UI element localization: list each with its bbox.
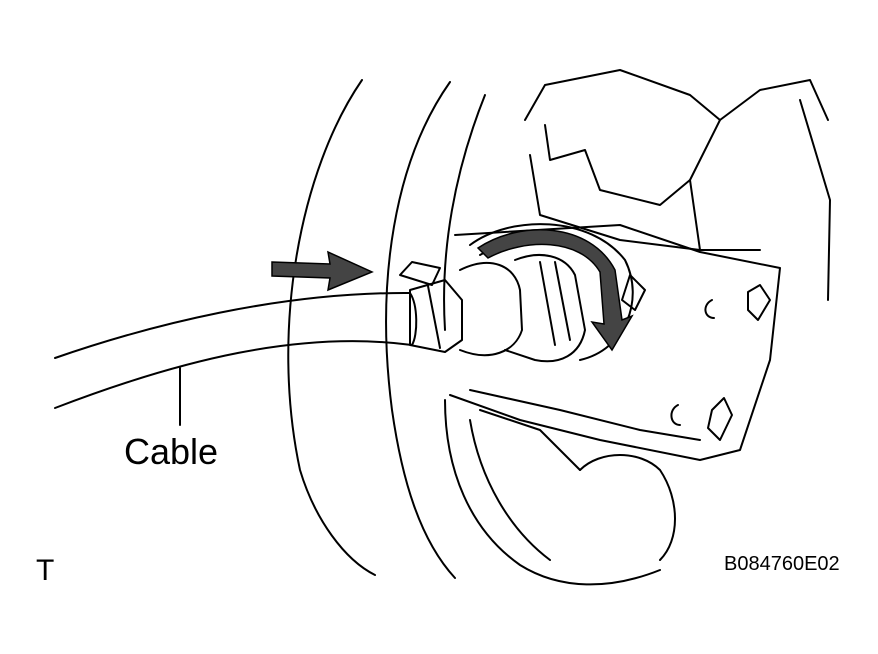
socket-collar	[459, 261, 523, 357]
housing-arc-outer	[287, 79, 376, 576]
bracket-side	[529, 154, 761, 251]
lamp-plate-inner	[469, 389, 701, 441]
figure-code: B084760E02	[724, 553, 840, 575]
rotate-arrow	[476, 229, 634, 352]
callout-label: Cable	[124, 431, 218, 472]
mount-hole-lower	[707, 397, 733, 441]
lower-panel-inner	[469, 419, 551, 561]
cable-end	[409, 292, 418, 346]
lamp-bottom	[579, 454, 676, 561]
bracket-top	[524, 69, 829, 121]
socket-grip-2	[554, 261, 571, 341]
mount-hole-upper	[747, 284, 771, 321]
socket-tab-left	[399, 261, 441, 286]
connector-nut	[409, 279, 463, 353]
lamp-bottom-lip	[479, 409, 581, 471]
lower-panel	[444, 399, 661, 586]
lamp-plate	[449, 224, 781, 461]
bracket-front	[544, 119, 721, 206]
socket-grip-1	[539, 261, 556, 346]
cable-lower-edge	[54, 340, 413, 409]
socket-body	[504, 254, 586, 363]
corner-mark: T	[36, 554, 54, 587]
bracket-right	[799, 99, 831, 301]
slot-lower	[670, 404, 681, 426]
connector-nut-edge	[427, 285, 441, 349]
housing-arc-inner	[385, 81, 456, 579]
slot-upper	[704, 299, 715, 319]
cable-upper-edge	[54, 291, 411, 359]
housing-arc-third	[443, 94, 486, 331]
bracket-edge	[689, 179, 701, 251]
push-arrow	[271, 250, 374, 292]
socket-tab-right	[621, 274, 646, 311]
